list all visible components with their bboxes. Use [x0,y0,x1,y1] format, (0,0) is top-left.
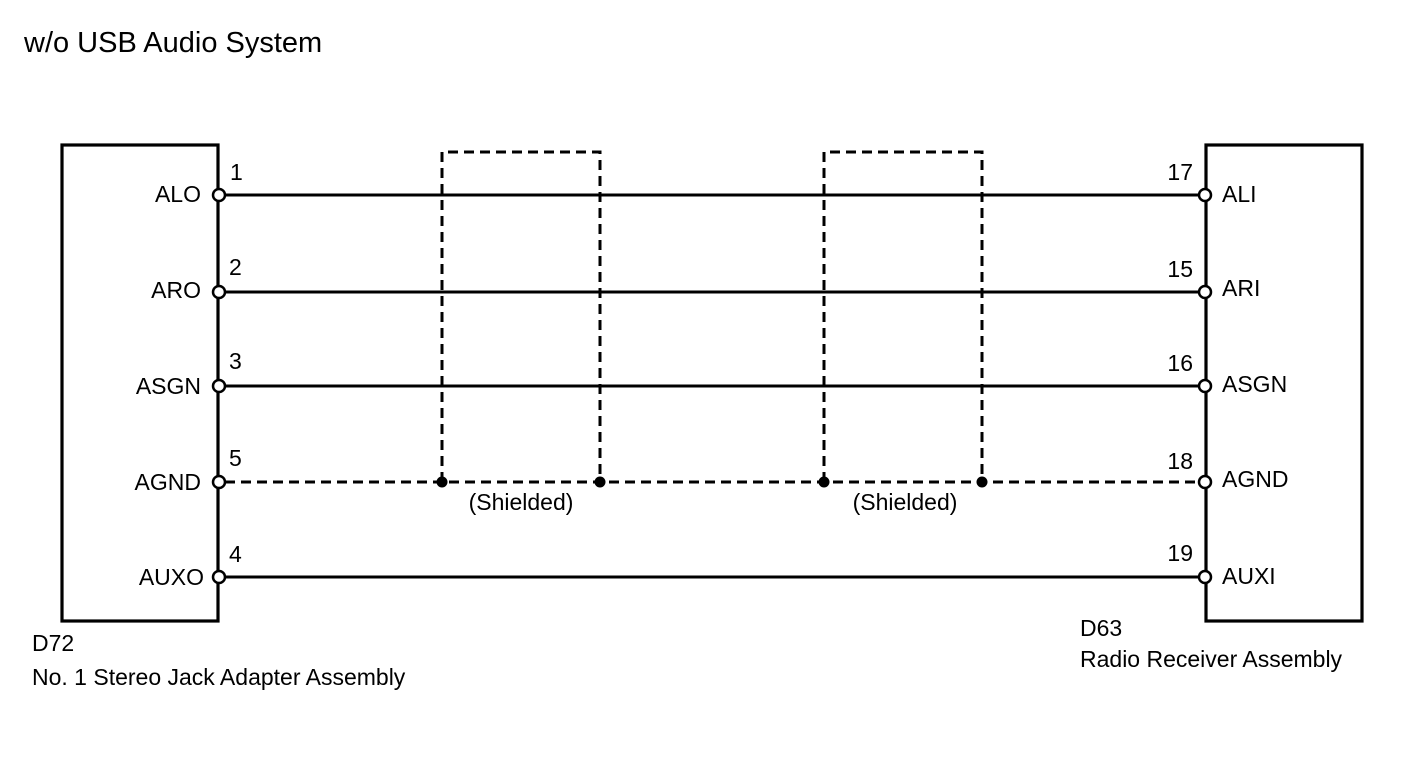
right-pin-label: ASGN [1222,371,1287,397]
right-connector-code: D63 [1080,615,1122,641]
left-pin-label: AUXO [139,564,204,590]
terminal-circle [1197,474,1213,490]
terminal-circle [1197,569,1213,585]
shield-enclosure-1 [440,150,602,482]
shield-junction-dot [594,476,606,488]
right-pin-number: 18 [1167,448,1193,474]
left-pin-label: AGND [135,469,201,495]
right-pin-number: 16 [1167,350,1193,376]
diagram-title: w/o USB Audio System [23,27,322,59]
terminal-circle [1197,284,1213,300]
right-connector-name: Radio Receiver Assembly [1080,646,1343,672]
right-pin-number: 15 [1167,256,1193,282]
right-pin-label: AUXI [1222,563,1276,589]
left-pin-number: 4 [229,541,242,567]
right-pin-label: AGND [1222,466,1288,492]
left-pin-label: ARO [151,277,201,303]
left-pin-number: 2 [229,254,242,280]
shield-junction-dot [436,476,448,488]
left-pin-label: ASGN [136,373,201,399]
right-pin-number: 17 [1167,159,1193,185]
shield-junction-dot [976,476,988,488]
terminal-circle [211,569,227,585]
terminal-circle [211,378,227,394]
left-pin-label: ALO [155,181,201,207]
right-pin-number: 19 [1167,540,1193,566]
right-pin-label: ARI [1222,275,1260,301]
terminal-circle [211,474,227,490]
terminal-circle [211,187,227,203]
terminal-circle [1197,378,1213,394]
left-pin-number: 5 [229,445,242,471]
right-pin-label: ALI [1222,181,1257,207]
left-connector-code: D72 [32,630,74,656]
shield-label: (Shielded) [853,489,958,515]
shield-junction-dot [818,476,830,488]
terminal-circle [211,284,227,300]
left-pin-number: 1 [230,159,243,185]
left-pin-number: 3 [229,348,242,374]
left-connector-name: No. 1 Stereo Jack Adapter Assembly [32,664,406,690]
shield-enclosure-2 [822,150,984,482]
terminal-circle [1197,187,1213,203]
shield-label: (Shielded) [469,489,574,515]
